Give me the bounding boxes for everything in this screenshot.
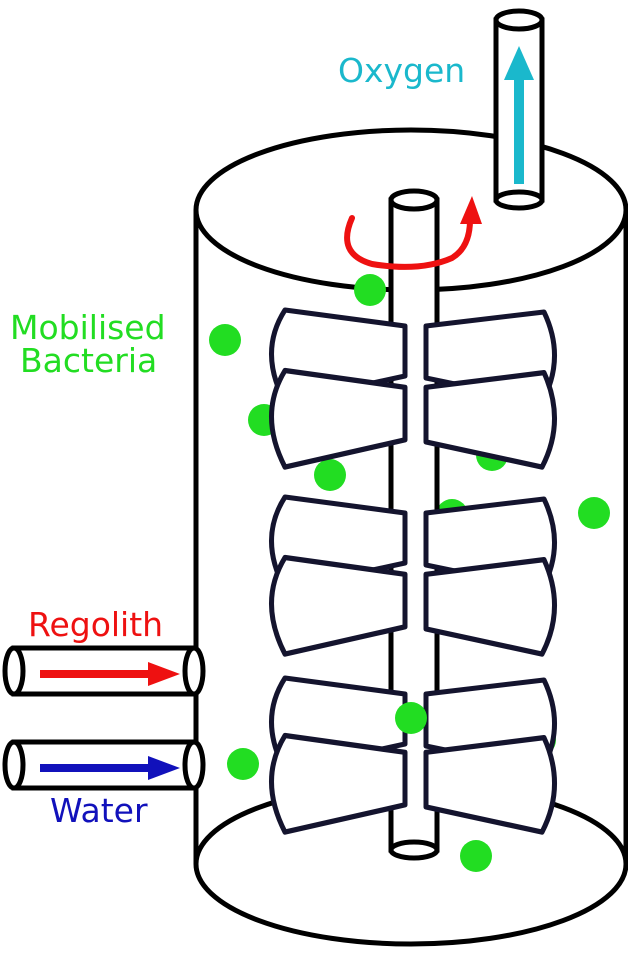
water-label: Water [50,791,148,830]
bacterium [227,748,259,780]
bacterium [395,702,427,734]
bacteria-label-line2: Bacteria [20,341,157,380]
oxygen-label: Oxygen [338,51,465,90]
water-flow-arrow [40,756,180,780]
bacteria-label-line1: Mobilised [10,308,166,347]
regolith-label: Regolith [28,605,163,644]
regolith-flow-arrow [40,662,180,686]
bacterium [314,459,346,491]
bacterium [578,497,610,529]
bacterium [354,274,386,306]
bacterium [460,840,492,872]
bacterium [209,324,241,356]
rotation-arrow-icon [344,196,482,270]
oxygen-flow-arrow [504,46,534,184]
bacteria-particles-front [395,702,427,734]
